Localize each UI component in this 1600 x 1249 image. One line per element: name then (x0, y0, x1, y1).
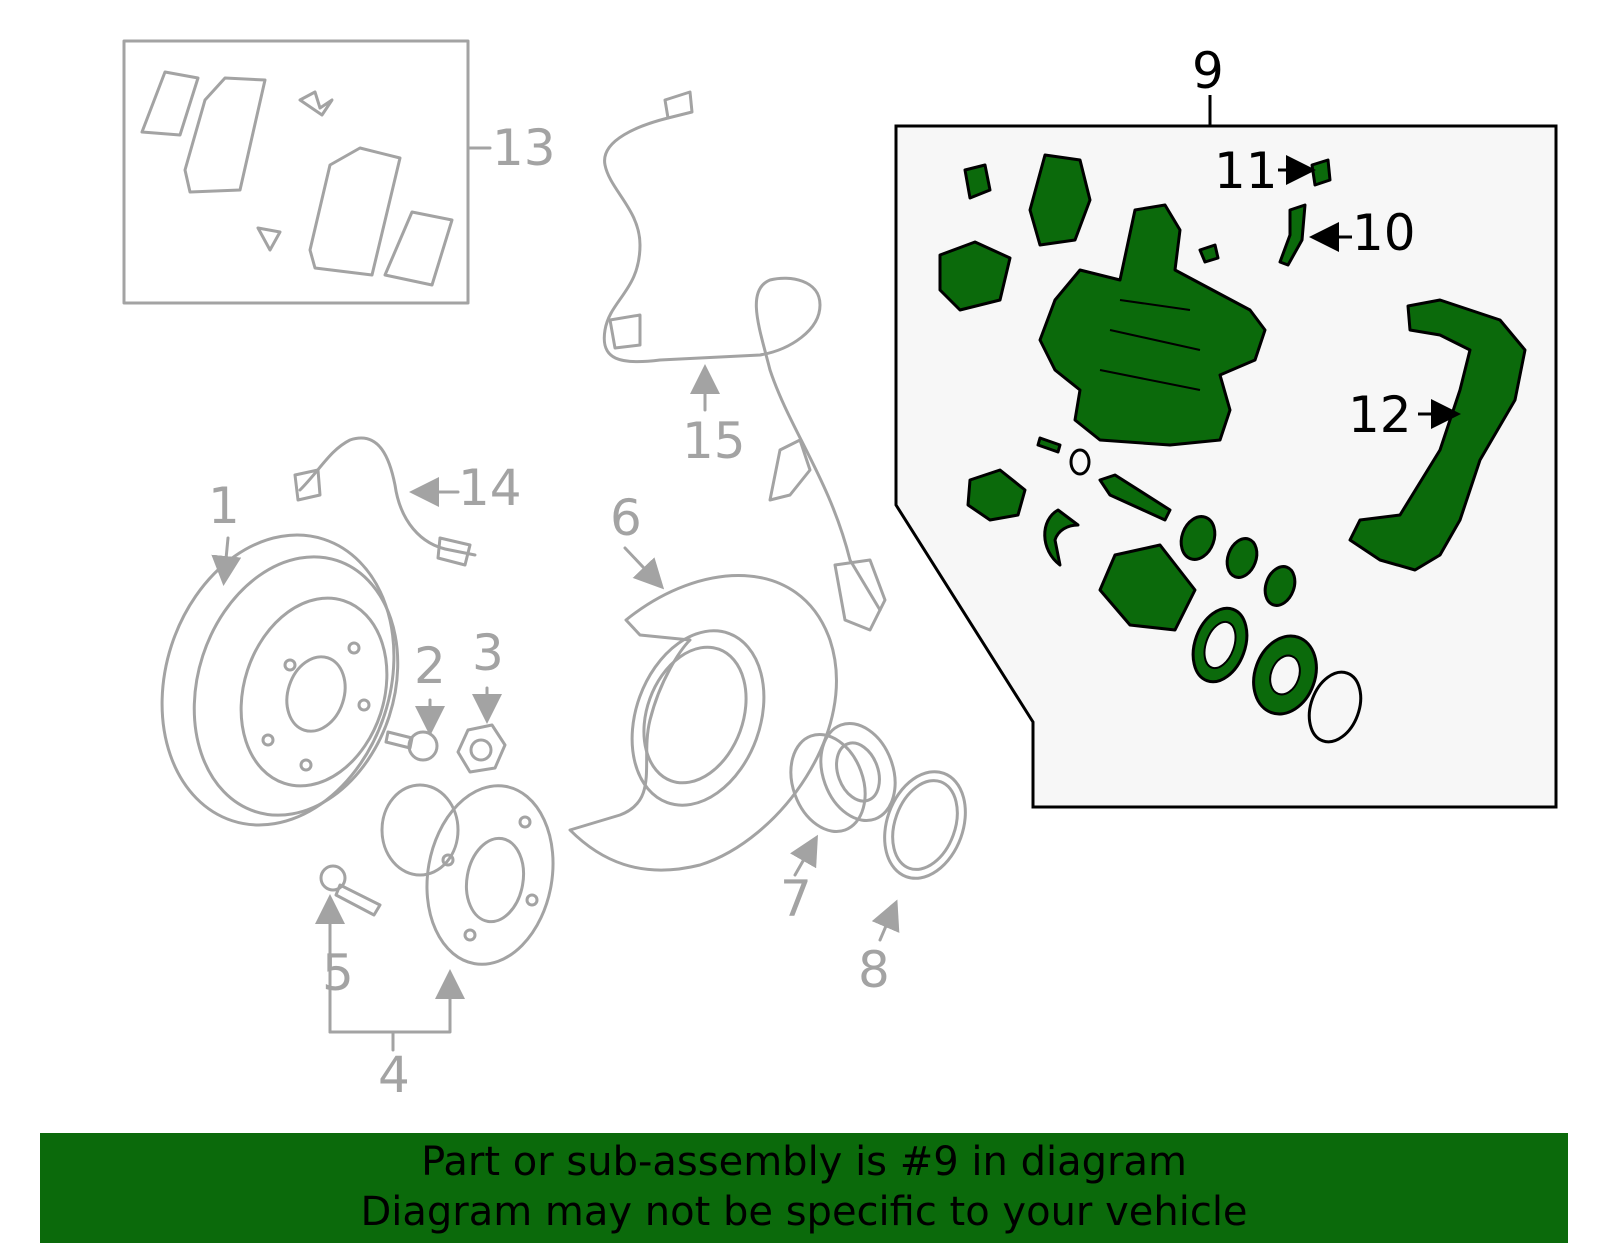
brake-pad-kit-box[interactable] (122, 39, 492, 305)
callout-14: 14 (458, 459, 522, 517)
callout-6: 6 (610, 489, 642, 547)
snap-ring[interactable] (870, 760, 979, 889)
leader-lines (211, 155, 1461, 1052)
callout-15: 15 (682, 412, 746, 470)
wheel-bearing[interactable] (778, 713, 908, 842)
callout-9: 9 (1192, 42, 1224, 100)
hub-assembly[interactable] (380, 776, 567, 975)
brake-hose[interactable] (293, 436, 477, 567)
callout-7: 7 (780, 870, 812, 928)
brake-rotor[interactable] (126, 505, 431, 856)
info-banner: Part or sub-assembly is #9 in diagram Di… (40, 1133, 1568, 1243)
callout-10: 10 (1352, 204, 1416, 262)
callout-1: 1 (208, 477, 240, 535)
hub-bolt[interactable] (319, 864, 382, 917)
banner-line-2: Diagram may not be specific to your vehi… (360, 1189, 1248, 1235)
callout-11: 11 (1214, 142, 1278, 200)
callout-4: 4 (378, 1046, 410, 1104)
callout-8: 8 (858, 941, 890, 999)
dust-shield[interactable] (568, 573, 838, 872)
callout-13: 13 (492, 119, 556, 177)
rotor-screw[interactable] (384, 730, 439, 762)
callout-5: 5 (322, 944, 354, 1002)
callout-3: 3 (472, 624, 504, 682)
caliper-assembly-box[interactable] (894, 95, 1558, 809)
callout-2: 2 (414, 637, 446, 695)
banner-line-1: Part or sub-assembly is #9 in diagram (421, 1139, 1187, 1185)
callout-12: 12 (1348, 386, 1412, 444)
hub-nut[interactable] (456, 723, 507, 774)
speed-sensor-harness[interactable] (602, 90, 887, 632)
